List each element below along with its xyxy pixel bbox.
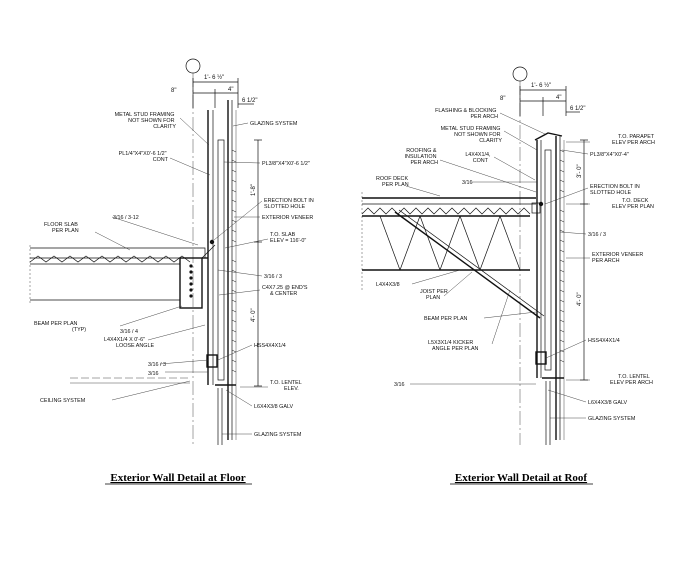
- svg-text:METAL STUD FRAMING NOT S: METAL STUD FRAMING NOT SHOWN FOR CLARITY: [115, 112, 177, 130]
- svg-text:C4x7.25 @ END'S & CENTER: C4x7.25 @ END'S & CENTER: [262, 285, 309, 297]
- label-erection-bolt-right: ERECTION BOLT IN: [590, 184, 640, 190]
- erection-bolt-icon: [209, 239, 215, 245]
- label-metal-stud: METAL STUD FRAMING: [115, 112, 175, 118]
- svg-text:T.O. PARAPET ELEV PER AR: T.O. PARAPET ELEV PER ARCH: [612, 134, 656, 146]
- label-weld-316-b: 3/16: [394, 382, 405, 388]
- label-beam-roof: BEAM PER PLAN: [424, 316, 468, 322]
- label-hss: HSS4x4x1/4: [254, 343, 286, 349]
- dim-overall-right: 1'- 6 ½": [531, 82, 551, 89]
- label-roofing: ROOFING &: [406, 148, 437, 154]
- svg-text:ROOFING & INSULATION: ROOFING & INSULATION PER ARCH: [405, 148, 439, 166]
- label-pl-right-roof: PL3/8"x4"x0'-4": [590, 152, 629, 158]
- title-roof-detail: Exterior Wall Detail at Roof: [455, 472, 588, 484]
- label-weld-316-roof: 3/16: [462, 180, 473, 186]
- dim-vert-b: 4'- 0": [251, 308, 257, 322]
- svg-text:T.O. LENTEL ELEV PER ARC: T.O. LENTEL ELEV PER ARCH: [610, 374, 653, 386]
- svg-text:L4x4x1/4 x 0'-6" LOOSE A: L4x4x1/4 x 0'-6" LOOSE ANGLE: [104, 337, 154, 349]
- svg-text:T.O. LENTEL ELEV.: T.O. LENTEL ELEV.: [270, 380, 303, 392]
- label-l6: L6x4x3/8 GALV: [254, 404, 294, 410]
- label-pl-right: PL3/8"x4"x0'-6 1/2": [262, 161, 310, 167]
- label-roof-deck: ROOF DECK: [376, 176, 408, 182]
- roof-structure: [361, 192, 545, 319]
- label-c4: C4x7.25 @ END'S: [262, 285, 308, 291]
- label-l6-right: L6x4x3/8 GALV: [588, 400, 628, 406]
- label-to-lentel: T.O. LENTEL: [270, 380, 302, 386]
- label-glazing-right: GLAZING SYSTEM: [588, 416, 636, 422]
- top-dimensions: 1'- 6 ½" 8" 4" 6 1/2": [171, 74, 257, 108]
- svg-text:T.O. SLAB ELEV = 116'-0": T.O. SLAB ELEV = 116'-0": [270, 232, 306, 244]
- dim-four: 4": [228, 87, 233, 93]
- label-weld-316-3b: 3/16 / 3: [148, 362, 166, 368]
- dim-six-half: 6 1/2": [242, 98, 257, 104]
- label-flashing: FLASHING & BLOCKING: [435, 108, 496, 114]
- leaders: [94, 117, 269, 435]
- svg-text:FLOOR SLAB PER PLAN: FLOOR SLAB PER PLAN: [44, 222, 79, 234]
- top-dimensions-right: 1'- 6 ½" 8" 4" 6 1/2": [500, 82, 585, 116]
- floor-slab: [29, 244, 216, 309]
- label-weld-316-c: 3/16: [148, 371, 159, 377]
- label-l4: L4x4x1/4,: [465, 152, 491, 158]
- label-loose-angle: L4x4x1/4 x 0'-6": [104, 337, 145, 343]
- label-glazing-bot: GLAZING SYSTEM: [254, 432, 302, 438]
- svg-text:L4x4x1/4, CONT: L4x4x1/4, CONT: [465, 152, 492, 164]
- svg-text:BEAM PER PLAN (TYP): BEAM PER PLAN (TYP): [34, 321, 86, 333]
- label-to-deck: T.O. DECK: [622, 198, 649, 204]
- label-joist: JOIST PER: [420, 289, 448, 295]
- label-l4b: L4x4x3/8: [376, 282, 400, 288]
- svg-text:EXTERIOR VENEER PER ARCH: EXTERIOR VENEER PER ARCH: [592, 252, 645, 264]
- label-to-lentel-right: T.O. LENTEL: [618, 374, 650, 380]
- label-weld-316-4: 3/16 / 4: [120, 329, 138, 335]
- roof-detail: 1'- 6 ½" 8" 4" 6 1/2": [361, 66, 656, 485]
- label-to-parapet: T.O. PARAPET: [618, 134, 655, 140]
- label-glazing-top: GLAZING SYSTEM: [250, 121, 298, 127]
- label-weld-316-3: 3/16 / 3: [264, 274, 282, 280]
- dim-vert-a-right: 3'- 0": [577, 164, 583, 178]
- leaders-right: [405, 112, 590, 419]
- svg-text:PL1/4"x4"x0'-6 1/2" CONT: PL1/4"x4"x0'-6 1/2" CONT: [119, 151, 169, 163]
- svg-text:FLASHING & BLOCKING PER: FLASHING & BLOCKING PER ARCH: [435, 108, 498, 120]
- label-floor-slab: FLOOR SLAB: [44, 222, 78, 228]
- erection-bolt-icon-right: [538, 201, 544, 207]
- label-ceiling: CEILING SYSTEM: [40, 398, 86, 404]
- dim-eight: 8": [171, 88, 176, 94]
- label-metal-stud-right: METAL STUD FRAMING: [441, 126, 501, 132]
- label-to-slab: T.O. SLAB: [270, 232, 296, 238]
- label-kicker: L5x3x1/4 KICKER: [428, 340, 473, 346]
- label-ext-veneer: EXTERIOR VENEER: [262, 215, 313, 221]
- wall-assembly-right: [534, 132, 565, 445]
- label-hss-roof: HSS4x4x1/4: [588, 338, 620, 344]
- dim-overall: 1'- 6 ½": [204, 74, 224, 81]
- label-beam: BEAM PER PLAN: [34, 321, 78, 327]
- dim-six-half-right: 6 1/2": [570, 106, 585, 112]
- dim-vert-a: 1'-8": [251, 184, 257, 196]
- label-weld-316-312: 3/16 / 3-12: [113, 215, 139, 221]
- svg-text:T.O. DECK ELEV PER PLAN: T.O. DECK ELEV PER PLAN: [612, 198, 654, 210]
- dim-eight-right: 8": [500, 96, 505, 102]
- wall-assembly: [206, 100, 237, 445]
- svg-text:METAL STUD FRAMING NOT S: METAL STUD FRAMING NOT SHOWN FOR CLARITY: [441, 126, 503, 144]
- svg-text:JOIST PER PLAN: JOIST PER PLAN: [420, 289, 449, 301]
- dim-four-right: 4": [556, 95, 561, 101]
- svg-text:ERECTION BOLT IN SLOTTED: ERECTION BOLT IN SLOTTED HOLE: [264, 198, 315, 210]
- label-pl-left: PL1/4"x4"x0'-6 1/2": [119, 151, 167, 157]
- svg-text:ROOF DECK PER PLAN: ROOF DECK PER PLAN: [376, 176, 410, 188]
- floor-detail: 1'- 6 ½" 8" 4" 6 1/2": [29, 58, 315, 485]
- dim-vert-b-right: 4'- 0": [577, 292, 583, 306]
- svg-text:ERECTION BOLT IN SLOTTED: ERECTION BOLT IN SLOTTED HOLE: [590, 184, 641, 196]
- title-floor-detail: Exterior Wall Detail at Floor: [110, 472, 245, 484]
- label-erection-bolt: ERECTION BOLT IN: [264, 198, 314, 204]
- label-ext-veneer-right: EXTERIOR VENEER: [592, 252, 643, 258]
- vertical-dimensions: 1'-8" 4'- 0": [251, 139, 262, 387]
- label-weld-316-3-roof: 3/16 / 3: [588, 232, 606, 238]
- svg-text:L5x3x1/4 KICKER ANGLE PE: L5x3x1/4 KICKER ANGLE PER PLAN: [428, 340, 479, 352]
